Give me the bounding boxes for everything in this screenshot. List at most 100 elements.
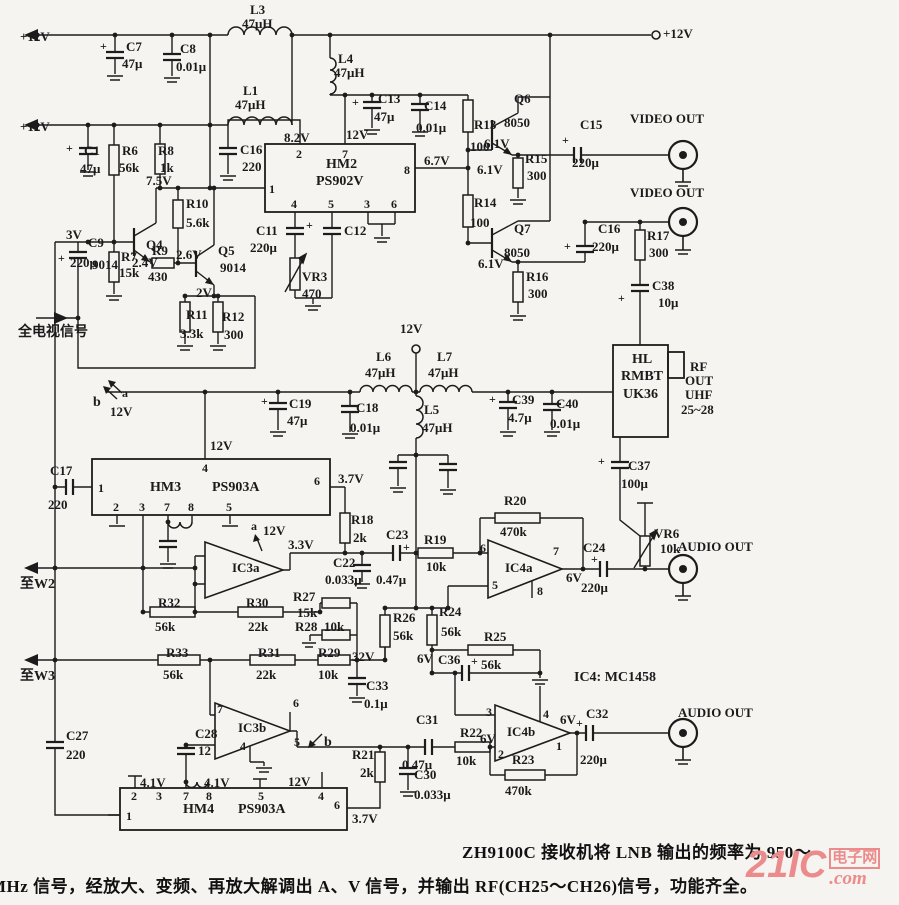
- ic-hm2-box: [264, 143, 416, 213]
- video-out-jack-1: [667, 139, 699, 171]
- volt-2: 2V: [196, 285, 212, 300]
- q6-emitter-arrow-icon: [503, 147, 512, 155]
- cap-c18-ref: C18: [356, 400, 379, 415]
- cap-c38-ref: C38: [652, 278, 675, 293]
- resistor-r10: [172, 199, 184, 229]
- ic-hm4-box: [119, 787, 348, 831]
- cap-c13-value: 47μ: [374, 109, 395, 124]
- ic4b-pin3: 3: [486, 705, 492, 719]
- output-jacks: [667, 139, 699, 749]
- cap-c9-plus: +: [58, 251, 65, 265]
- hm4-pin8: 8: [206, 789, 212, 803]
- cap-c17-ref: C17: [50, 463, 73, 478]
- cap-c19-plus: +: [261, 394, 268, 408]
- cap-c30-ref: C30: [414, 767, 437, 782]
- res-r26-value: 56k: [393, 628, 414, 643]
- ic-hm2-part: PS902V: [316, 174, 364, 189]
- opamp-ic3a-ref: IC3a: [232, 560, 260, 575]
- cap-c23-plus: +: [403, 540, 410, 554]
- cap-c9-ref: C9: [88, 235, 104, 250]
- cap-c24-ref: C24: [583, 540, 606, 555]
- ind-l3-ref: L3: [250, 2, 266, 17]
- res-r20-value: 470k: [500, 524, 527, 539]
- res-r18-ref: R18: [351, 512, 374, 527]
- hm2-pin5: 5: [328, 197, 334, 211]
- res-r7-value: 15k: [119, 265, 140, 280]
- volt-4p1-a: 4.1V: [140, 775, 166, 790]
- resistor-r29: [317, 654, 351, 666]
- res-r9-value: 430: [148, 269, 168, 284]
- res-r31-ref: R31: [258, 645, 281, 660]
- watermark-cn-badge: 电子网: [829, 848, 881, 869]
- volt-12-hm3: 12V: [210, 438, 233, 453]
- res-r6-ref: R6: [122, 143, 138, 158]
- cap-c16b-value: 220μ: [592, 239, 619, 254]
- ic4b-pin2: 2: [498, 747, 504, 761]
- volt-6-ic4b-out: 6V: [560, 712, 576, 727]
- ind-l1-value: 47μH: [235, 97, 266, 112]
- cap-c32-plus: +: [576, 716, 583, 730]
- cap-c11-ref: C11: [256, 223, 278, 238]
- res-r16-ref: R16: [526, 269, 549, 284]
- hm3-pin4: 4: [202, 461, 208, 475]
- ic4a-pin5: 5: [492, 578, 498, 592]
- resistor-r28: [321, 629, 351, 641]
- resistor-r11: [179, 301, 191, 333]
- cap-c33-ref: C33: [366, 678, 389, 693]
- cap-c23-ref: C23: [386, 527, 409, 542]
- pot-vr6-ref: VR6: [654, 526, 680, 541]
- res-r9-ref: R9: [152, 243, 168, 258]
- res-r21-value: 2k: [360, 765, 374, 780]
- link-a: a: [122, 386, 128, 400]
- ic4a-pin7: 7: [553, 544, 559, 558]
- cap-c11-plus: +: [306, 218, 313, 232]
- cap-c32-value: 220μ: [580, 752, 607, 767]
- opamp-triangles: [204, 538, 573, 763]
- hm3-pin7: 7: [164, 500, 170, 514]
- cap-c16b-ref: C16: [598, 221, 621, 236]
- cap-c19-ref: C19: [289, 396, 312, 411]
- resistor-r26: [379, 614, 391, 648]
- inductor-l3: [227, 26, 293, 36]
- ic-boxes: [91, 143, 685, 831]
- res-r8-ref: R8: [158, 143, 174, 158]
- cap-c13-plus: +: [352, 95, 359, 109]
- video-out-jack-2: [667, 206, 699, 238]
- cap-c38-value: 10μ: [658, 295, 679, 310]
- q5-emitter-arrow-icon: [205, 277, 214, 285]
- cap-c8-ref: C8: [180, 41, 196, 56]
- opamp-ic3a: [204, 540, 286, 600]
- volt-2p4: 2.4V: [132, 255, 158, 270]
- ind-l5-ref: L5: [424, 402, 440, 417]
- q4-part: 9014: [92, 257, 118, 272]
- cap-c39-ref: C39: [512, 392, 535, 407]
- resistor-r12: [212, 301, 224, 333]
- res-r30-value: 22k: [248, 619, 269, 634]
- ic-hm3-ref: HM3: [150, 480, 182, 495]
- cap-c39-value: 4.7μ: [508, 410, 532, 425]
- res-r8-value: 1k: [160, 160, 174, 175]
- inductor-l7: [419, 384, 473, 393]
- res-r13-value: 100: [470, 139, 490, 154]
- res-r21-ref: R21: [352, 747, 375, 762]
- resistor-r19: [417, 547, 454, 559]
- resistor-r24: [426, 614, 438, 646]
- res-r23-ref: R23: [512, 752, 535, 767]
- ic3b-pin4: 4: [240, 739, 246, 753]
- cap-c36-ref: C36: [438, 652, 461, 667]
- volt-6-ic4b-in: 6V: [480, 731, 496, 746]
- cap-c12-ref: C12: [344, 223, 367, 238]
- hm3-pin2: 2: [113, 500, 119, 514]
- inductor-l4: [329, 57, 337, 95]
- res-r15-ref: R15: [525, 151, 548, 166]
- hm4-pin7: 7: [183, 789, 189, 803]
- hm2-pin8: 8: [404, 163, 410, 177]
- resistor-r17: [634, 229, 646, 261]
- cap-c15-ref: C15: [580, 117, 603, 132]
- ind-l6-ref: L6: [376, 349, 392, 364]
- cap-c7-value: 47μ: [122, 56, 143, 71]
- power-12v-rail2: +12V: [20, 119, 50, 134]
- ic4-note: IC4: MC1458: [574, 670, 657, 685]
- arrowheads: [24, 29, 512, 748]
- ind-l4-ref: L4: [338, 51, 354, 66]
